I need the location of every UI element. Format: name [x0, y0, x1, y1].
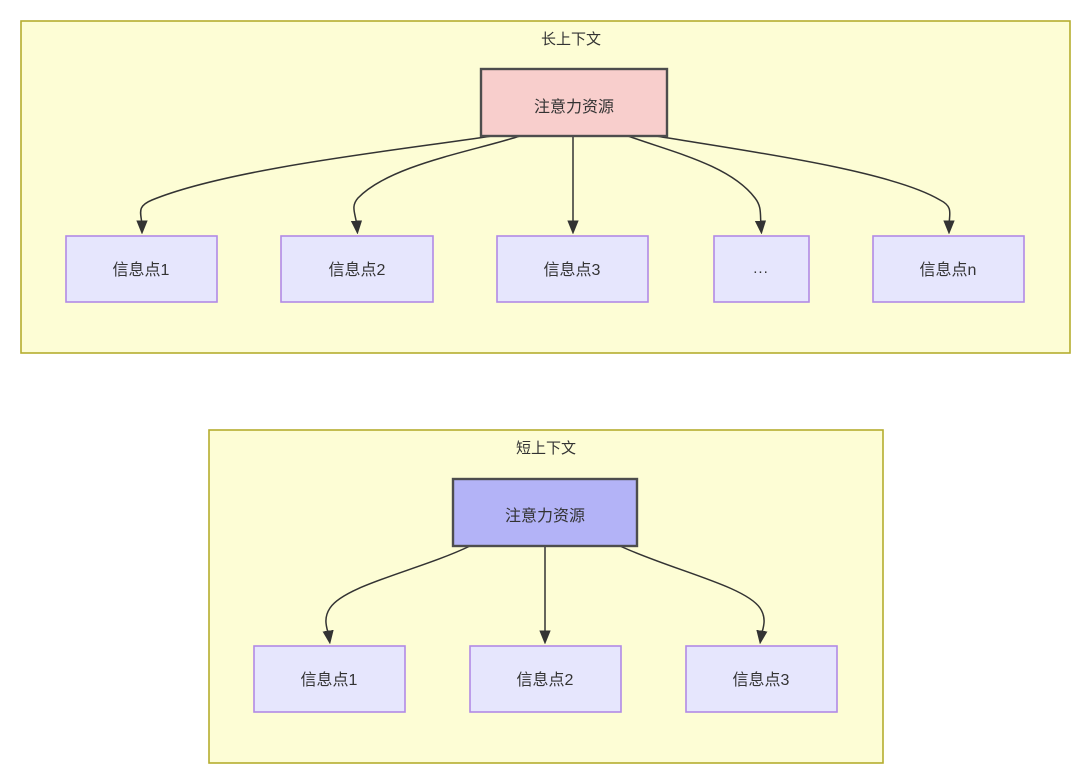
node-attention-long[interactable]: 注意力资源	[479, 67, 669, 138]
node-info-ellipsis-box[interactable]	[713, 235, 810, 303]
edge-attention-to-info-1	[141, 135, 493, 227]
node-info-s2[interactable]: 信息点2	[469, 645, 622, 713]
node-attention-long-label: 注意力资源	[534, 97, 614, 116]
node-info-3[interactable]: 信息点3	[496, 235, 649, 303]
node-info-n-label: 信息点n	[920, 261, 977, 279]
group-long-context: 长上下文 注意力资源 信息点1 信息点2	[20, 20, 1071, 354]
node-attention-short-label: 注意力资源	[505, 506, 585, 525]
edges-short-context	[326, 545, 764, 637]
edge-attention-to-info-ellipsis	[627, 135, 761, 227]
node-info-2[interactable]: 信息点2	[280, 235, 434, 303]
edge-attention-to-info-2	[354, 135, 521, 227]
node-info-2-label: 信息点2	[329, 261, 386, 279]
node-info-2-box[interactable]	[280, 235, 434, 303]
node-info-s3-label: 信息点3	[733, 671, 790, 689]
node-info-1-label: 信息点1	[113, 261, 170, 279]
node-info-s3[interactable]: 信息点3	[685, 645, 838, 713]
node-info-s2-box[interactable]	[469, 645, 622, 713]
node-info-s3-box[interactable]	[685, 645, 838, 713]
group-short-context: 短上下文 注意力资源 信息点1 信息点2	[208, 429, 884, 764]
node-info-ellipsis-label: ...	[753, 260, 769, 277]
node-info-1[interactable]: 信息点1	[65, 235, 218, 303]
edge-attention-to-info-s3	[619, 545, 764, 637]
group-short-context-title: 短上下文	[516, 440, 576, 457]
node-info-ellipsis[interactable]: ...	[713, 235, 810, 303]
node-info-s1-box[interactable]	[253, 645, 406, 713]
node-info-n-box[interactable]	[872, 235, 1025, 303]
node-info-s1-label: 信息点1	[301, 671, 358, 689]
node-attention-short[interactable]: 注意力资源	[451, 477, 639, 548]
node-info-3-box[interactable]	[496, 235, 649, 303]
node-attention-long-box[interactable]	[479, 67, 669, 138]
node-info-n[interactable]: 信息点n	[872, 235, 1025, 303]
edge-attention-to-info-s1	[326, 545, 471, 637]
node-info-s2-label: 信息点2	[517, 671, 574, 689]
group-long-context-title: 长上下文	[541, 31, 601, 48]
edges-long-context	[141, 135, 950, 227]
node-info-3-label: 信息点3	[544, 261, 601, 279]
node-info-1-box[interactable]	[65, 235, 218, 303]
edge-attention-to-info-n	[655, 135, 950, 227]
node-attention-short-box[interactable]	[451, 477, 639, 548]
node-info-s1[interactable]: 信息点1	[253, 645, 406, 713]
